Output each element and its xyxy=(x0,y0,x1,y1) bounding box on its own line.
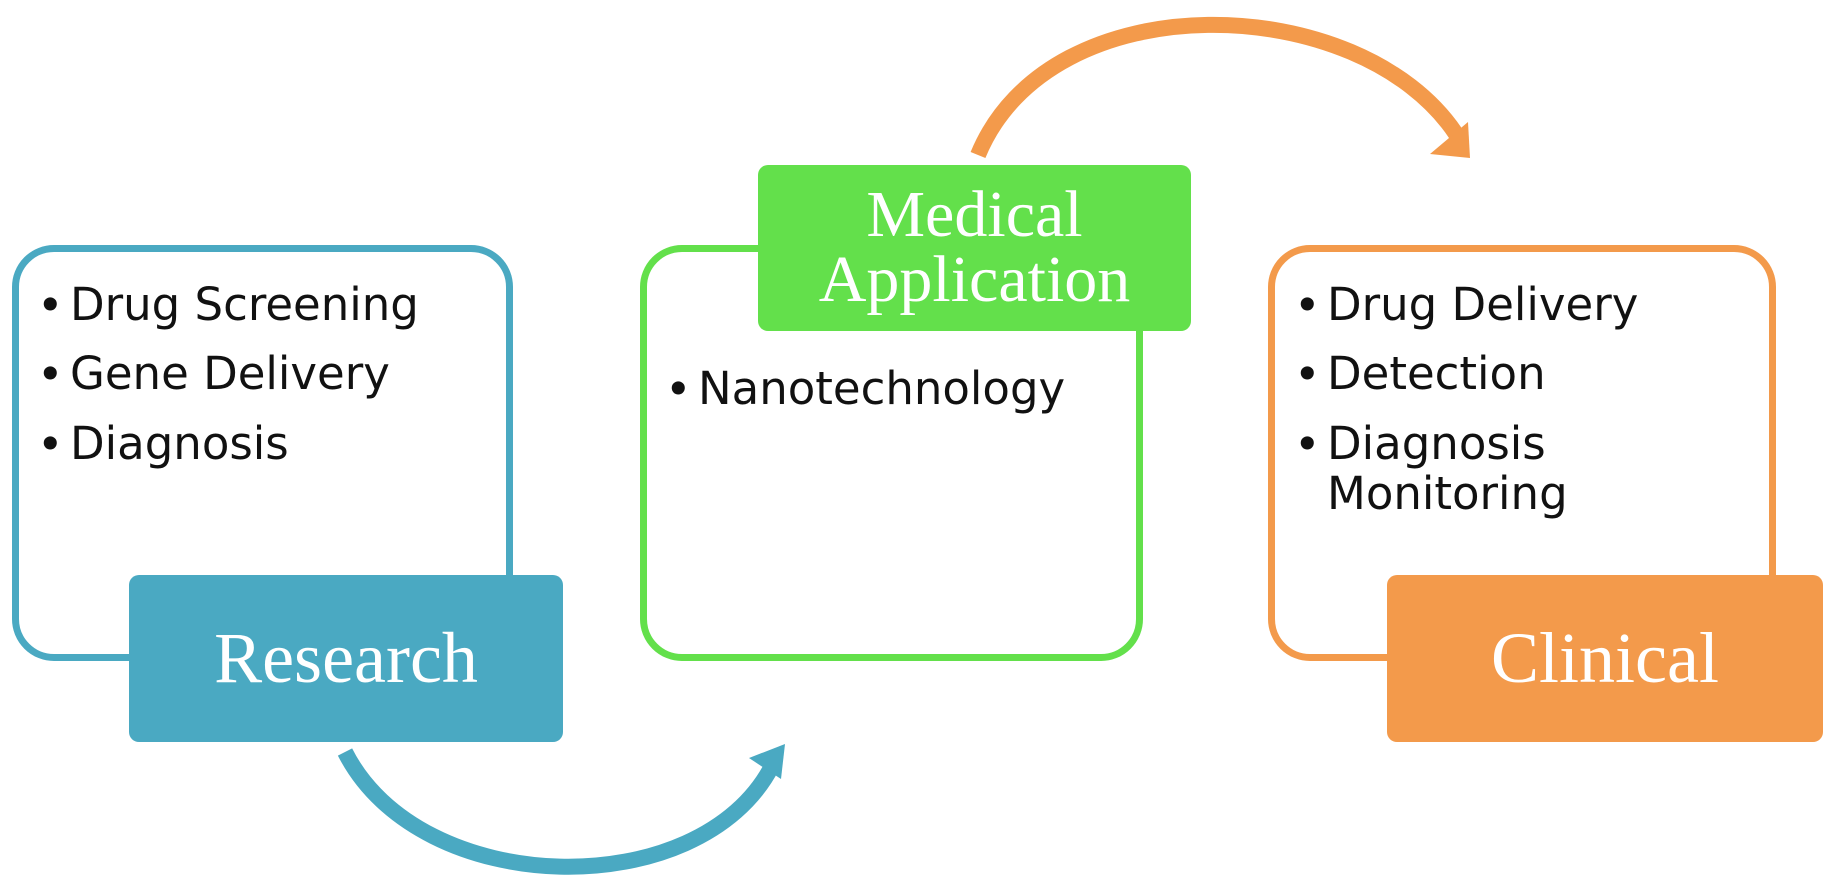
clinical-item-detection: Detection xyxy=(1327,347,1546,401)
research-label-box: Research xyxy=(129,575,563,742)
bullet-marker: • xyxy=(37,417,64,471)
medical-application-label: Medical Application xyxy=(818,178,1131,316)
bullet-marker: • xyxy=(37,348,64,402)
research-list-item: • Drug Screening xyxy=(37,278,419,332)
bullet-marker: • xyxy=(665,362,692,416)
medical-to-clinical-arrow-line xyxy=(970,16,1463,159)
clinical-bullet-list: • Drug Delivery • Detection • Diagnosis … xyxy=(1294,278,1639,521)
clinical-item-diagnosis-monitoring: Diagnosis Monitoring xyxy=(1327,416,1568,521)
research-item-gene-delivery: Gene Delivery xyxy=(70,347,390,401)
bullet-marker: • xyxy=(1294,348,1321,402)
bullet-marker: • xyxy=(37,278,64,332)
medical-bullet-list: • Nanotechnology xyxy=(665,362,1066,416)
research-list-item: • Diagnosis xyxy=(37,416,419,471)
clinical-label-box: Clinical xyxy=(1387,575,1823,742)
research-to-medical-arrow-head xyxy=(749,744,785,779)
medical-item-nanotechnology: Nanotechnology xyxy=(698,362,1066,415)
clinical-label: Clinical xyxy=(1491,618,1719,699)
research-label: Research xyxy=(214,618,478,699)
medical-list-item: • Nanotechnology xyxy=(665,362,1066,416)
bullet-marker: • xyxy=(1294,278,1321,332)
clinical-list-item: • Drug Delivery xyxy=(1294,278,1639,332)
medical-application-label-box: Medical Application xyxy=(758,165,1191,331)
research-item-diagnosis: Diagnosis xyxy=(70,416,289,470)
research-to-medical-arrow-line xyxy=(337,748,780,875)
medical-to-clinical-arrow-head xyxy=(1430,122,1470,158)
clinical-list-item: • Detection xyxy=(1294,347,1638,402)
research-bullet-list: • Drug Screening • Gene Delivery • Diagn… xyxy=(37,278,419,471)
research-list-item: • Gene Delivery xyxy=(37,347,419,402)
research-item-drug-screening: Drug Screening xyxy=(70,278,419,331)
bullet-marker: • xyxy=(1294,417,1321,471)
clinical-list-item: • Diagnosis Monitoring xyxy=(1294,416,1638,521)
clinical-item-drug-delivery: Drug Delivery xyxy=(1327,278,1639,331)
